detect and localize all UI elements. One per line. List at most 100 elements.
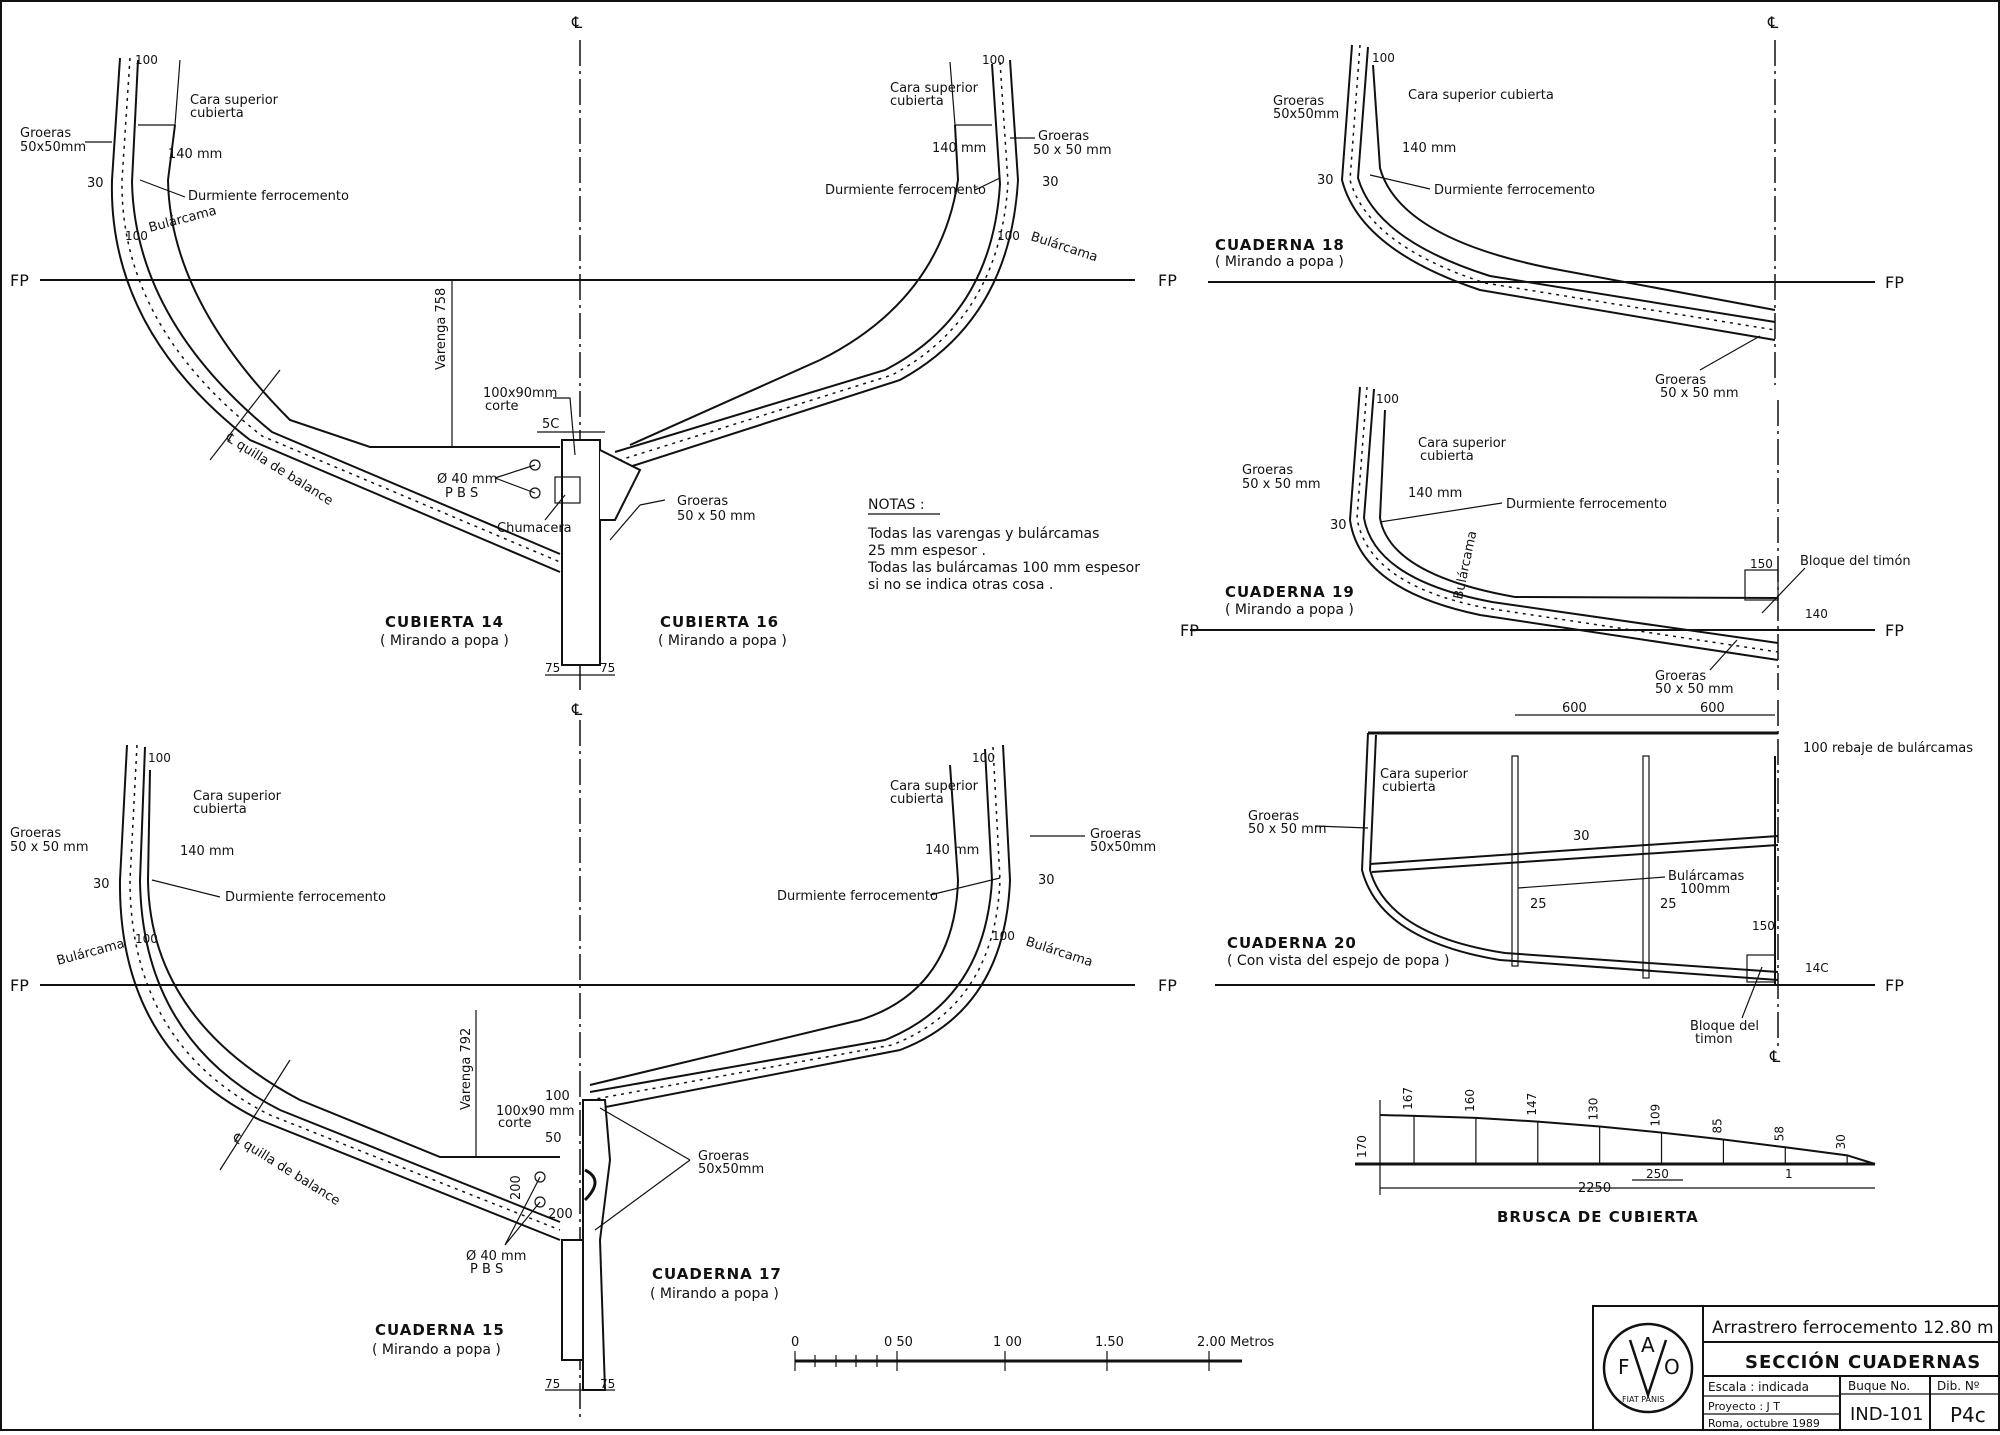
brusca-ordinate-label: 147: [1525, 1093, 1539, 1116]
dim-100-bularcama-right: 100: [997, 229, 1020, 243]
dim-100-bularcama-right: 100: [992, 929, 1015, 943]
dim-200-horizontal: 200: [548, 1207, 573, 1222]
pbs-hole-1: [529, 459, 541, 471]
subtitle-cuaderna-17: ( Mirando a popa ): [650, 1286, 779, 1302]
note-line: Todas las bulárcamas 100 mm espesor: [867, 560, 1140, 576]
bularcamas-label-1: Bulárcamas: [1668, 869, 1745, 884]
hull-shell-outer-right: [619, 59, 1020, 471]
groeras-keel-label: Groeras: [698, 1149, 749, 1164]
dim-100: 100: [1372, 51, 1395, 65]
cara-superior-left-2: cubierta: [193, 802, 247, 817]
title-block-border: [1592, 1305, 2000, 1431]
bloque-leader: [1741, 966, 1763, 1019]
dim-100-bularcama-left: 100: [125, 229, 148, 243]
quilla-label: ℄ quilla de balance: [229, 1130, 343, 1209]
quilla-centerline: [219, 1059, 291, 1171]
dib-label: Dib. Nº: [1937, 1379, 1980, 1393]
title-cubierta-14: CUBIERTA 14: [385, 613, 504, 631]
cara-superior-label: Cara superior cubierta: [1408, 88, 1554, 103]
rebaje-label: 100 rebaje de bulárcamas: [1803, 741, 1973, 756]
dim-25-b: 25: [1660, 897, 1677, 912]
dim-30-left: 30: [87, 176, 104, 191]
dim-140: 140 mm: [1408, 486, 1462, 501]
note-line: 25 mm espesor .: [868, 543, 986, 559]
cara-superior-right-2: cubierta: [890, 792, 944, 807]
title-cuaderna-18: CUADERNA 18: [1215, 236, 1345, 254]
bloque-timon-label: Bloque del timón: [1800, 554, 1911, 569]
fp-label-right: FP: [1158, 976, 1177, 995]
hull-shell-inner: [1356, 46, 1776, 323]
durmiente-label: Durmiente ferrocemento: [1434, 183, 1595, 198]
dim-600-a: 600: [1562, 701, 1587, 716]
cara-superior-2: cubierta: [1382, 780, 1436, 795]
durmiente-left-label: Durmiente ferrocemento: [188, 189, 349, 204]
groeras-leader: [1314, 825, 1369, 829]
subtitle-cuaderna-20: ( Con vista del espejo de popa ): [1227, 953, 1450, 969]
durmiente-right-leader: [974, 177, 1001, 191]
hull-shell-outer-right: [589, 744, 1012, 1111]
hull-shell-outer: [1340, 44, 1776, 341]
pbs-label-2: P B S: [445, 486, 478, 501]
groeras-left-label: Groeras: [10, 826, 61, 841]
scale-label: 2.00 Metros: [1197, 1335, 1274, 1350]
groeras-size: 50 x 50 mm: [1248, 822, 1327, 837]
dim-30-left: 30: [93, 877, 110, 892]
groeras-keel-label: Groeras: [677, 494, 728, 509]
scale-label: 0 50: [884, 1335, 913, 1350]
dim-140-bloque: 140: [1805, 607, 1828, 621]
brusca-camber-curve: [1379, 1114, 1876, 1165]
durmiente-beam: [1369, 835, 1779, 873]
hull-shell-inner-left: [138, 746, 561, 1223]
groeras-bottom-leader: [1709, 639, 1738, 671]
scale-bar: 0 0 50 1 00 1.50 2.00 Metros: [791, 1335, 1274, 1371]
dim-150: 150: [1752, 919, 1775, 933]
bloque-leader: [1761, 567, 1806, 614]
hull-shell-hatch: [1349, 44, 1776, 331]
bloque-label-2: timon: [1695, 1032, 1733, 1047]
centerline-symbol: ℄: [1767, 13, 1779, 32]
bularcama-right-label: Bulárcama: [1029, 230, 1100, 266]
transom-inner: [1368, 734, 1779, 973]
bloque-timon-box: [1744, 569, 1779, 601]
pbs-leader: [504, 1176, 541, 1246]
logo-letter-o: O: [1664, 1355, 1680, 1379]
dim-100-right: 100: [972, 751, 995, 765]
dim-140: 14C: [1805, 961, 1829, 975]
hull-shell-outer-left: [118, 744, 561, 1241]
hull-shell-hatch: [1356, 386, 1779, 653]
varenga-label: Varenga 758: [434, 288, 449, 370]
sheet-title: SECCIÓN CUADERNAS: [1745, 1351, 1981, 1373]
groeras-label: Groeras: [1248, 809, 1299, 824]
brusca-ordinate-label: 160: [1463, 1089, 1477, 1112]
cara-superior-right-1: Cara superior: [890, 779, 979, 794]
dim-100-right: 100: [982, 53, 1005, 67]
fao-logo: F A O FIAT PANIS: [1602, 1322, 1694, 1414]
corte-label-1: 100x90 mm: [496, 1104, 575, 1119]
bloque-label-1: Bloque del: [1690, 1019, 1759, 1034]
brusca-title: BRUSCA DE CUBIERTA: [1497, 1208, 1699, 1226]
groeras-label: Groeras: [1242, 463, 1293, 478]
durmiente-leader: [1369, 174, 1431, 190]
groeras-label: Groeras: [1273, 94, 1324, 109]
pbs-hole-1: [534, 1171, 546, 1183]
groeras-bottom-label: Groeras: [1655, 669, 1706, 684]
dim-140-right: 140 mm: [932, 141, 986, 156]
keel-concrete-right: [582, 1099, 612, 1391]
dim-30-right: 30: [1038, 873, 1055, 888]
title-cuaderna-20: CUADERNA 20: [1227, 934, 1357, 952]
bularcama-right-label: Bulárcama: [1024, 935, 1095, 971]
groeras-right-size: 50 x 50 mm: [1033, 143, 1112, 158]
bularcamas-label-2: 100mm: [1680, 882, 1730, 897]
brusca-ordinate-label: 109: [1649, 1104, 1663, 1127]
durmiente-label: Durmiente ferrocemento: [1506, 497, 1667, 512]
dim-100: 100: [1376, 392, 1399, 406]
fp-label-left: FP: [1180, 621, 1199, 640]
durmiente-leader: [1379, 502, 1503, 523]
escala-label: Escala : indicada: [1708, 1380, 1809, 1394]
corte-label-2: corte: [498, 1116, 532, 1131]
hull-shell-hatch-right: [619, 61, 1009, 461]
fp-label-right: FP: [1885, 621, 1904, 640]
buque-label: Buque No.: [1848, 1379, 1910, 1393]
